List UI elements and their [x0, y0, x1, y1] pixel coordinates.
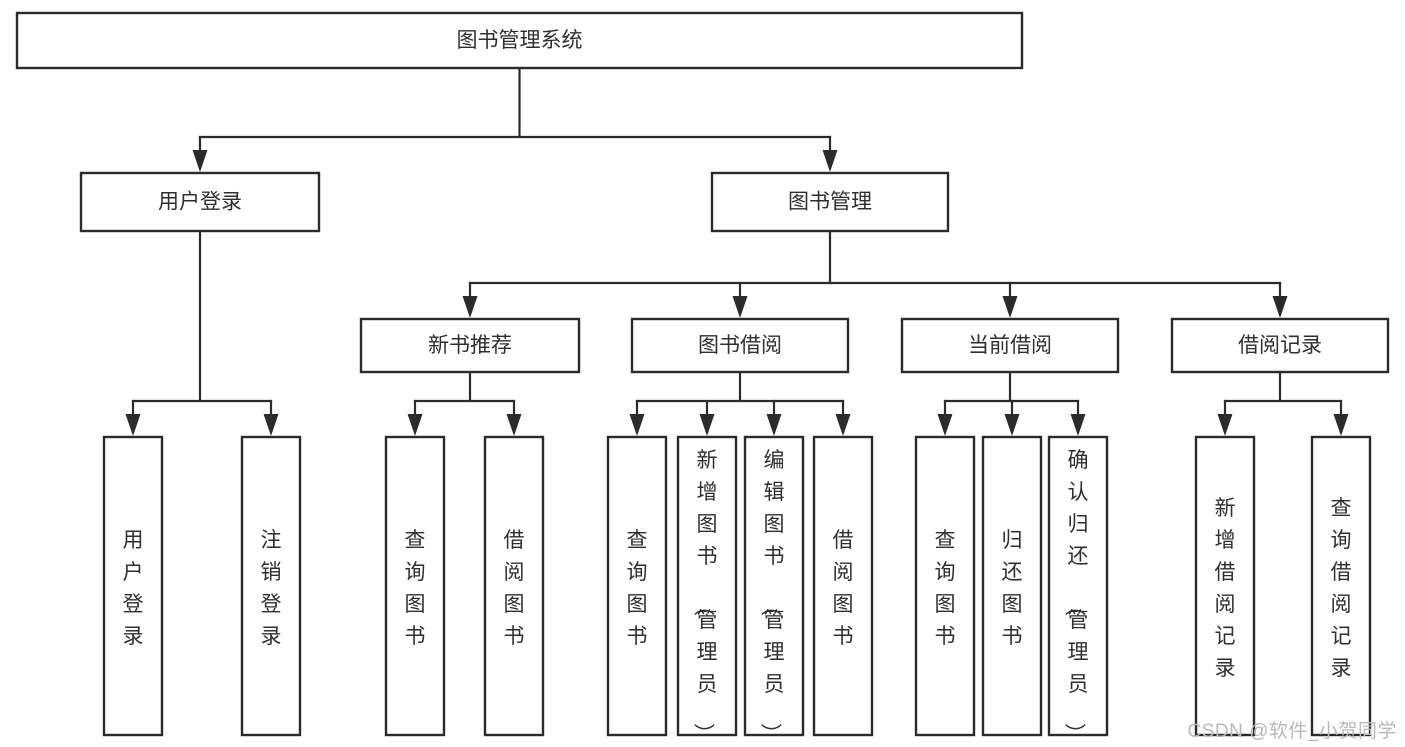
node-box [384, 435, 446, 737]
node-box [483, 435, 545, 737]
node-box [79, 171, 321, 233]
node-label: 查询图书 [627, 529, 648, 648]
node-new-book-recommend[interactable]: 新书推荐 [359, 317, 581, 374]
node-leaf-confirm-return[interactable]: 确认归还（管理员） [1047, 435, 1109, 744]
node-box [710, 171, 950, 233]
node-root[interactable]: 图书管理系统 [15, 11, 1024, 70]
node-label: 新增借阅记录 [1215, 497, 1236, 680]
arrow-head-icon [822, 150, 838, 172]
node-box [606, 435, 668, 737]
arrow-head-icon [1217, 414, 1233, 436]
node-box [15, 11, 1024, 70]
node-label: 查询借阅记录 [1331, 497, 1352, 680]
node-box [812, 435, 874, 737]
node-label: 用户登录 [123, 529, 144, 648]
arrow-head-icon [699, 414, 715, 436]
arrow-head-icon [1333, 414, 1349, 436]
node-label: 当前借阅 [968, 334, 1052, 357]
node-leaf-borrow-book-2[interactable]: 借阅图书 [812, 435, 874, 737]
arrow-head-icon [263, 414, 279, 436]
node-label: 图书管理系统 [457, 29, 583, 52]
node-box [240, 435, 302, 737]
arrow-head-icon [125, 414, 141, 436]
node-leaf-user-logout[interactable]: 注销登录 [240, 435, 302, 737]
node-label: 编辑图书（管理员） [759, 449, 785, 744]
node-box [1310, 435, 1372, 737]
node-leaf-query-book-1[interactable]: 查询图书 [384, 435, 446, 737]
nodes-layer: 图书管理系统用户登录图书管理新书推荐图书借阅当前借阅借阅记录用户登录注销登录查询… [15, 11, 1390, 744]
arrow-head-icon [937, 414, 953, 436]
node-book-manage[interactable]: 图书管理 [710, 171, 950, 233]
node-label: 新书推荐 [428, 334, 512, 357]
node-box [676, 435, 738, 737]
node-label: 注销登录 [261, 529, 282, 648]
node-borrow-record[interactable]: 借阅记录 [1170, 317, 1390, 374]
node-box [630, 317, 850, 374]
arrow-head-icon [506, 414, 522, 436]
node-box [102, 435, 164, 737]
node-box [359, 317, 581, 374]
node-box [743, 435, 805, 737]
arrow-head-icon [462, 296, 478, 318]
node-box [900, 317, 1120, 374]
node-label: 图书借阅 [698, 334, 782, 357]
node-leaf-add-record[interactable]: 新增借阅记录 [1194, 435, 1256, 737]
node-leaf-query-book-2[interactable]: 查询图书 [606, 435, 668, 737]
node-label: 借阅图书 [504, 529, 525, 648]
node-box [1170, 317, 1390, 374]
arrow-head-icon [1004, 414, 1020, 436]
node-user-login[interactable]: 用户登录 [79, 171, 321, 233]
node-leaf-user-login[interactable]: 用户登录 [102, 435, 164, 737]
node-label: 归还图书 [1002, 529, 1023, 648]
watermark-label: CSDN @软件_小贺同学 [1187, 721, 1397, 742]
node-box [1194, 435, 1256, 737]
arrow-head-icon [629, 414, 645, 436]
arrow-head-icon [1070, 414, 1086, 436]
node-box [1047, 435, 1109, 737]
node-label: 图书管理 [788, 191, 872, 214]
node-leaf-query-book-3[interactable]: 查询图书 [914, 435, 976, 737]
node-label: 查询图书 [405, 529, 426, 648]
arrow-head-icon [192, 150, 208, 172]
node-label: 借阅记录 [1238, 334, 1322, 357]
node-current-borrow[interactable]: 当前借阅 [900, 317, 1120, 374]
arrow-head-icon [766, 414, 782, 436]
node-leaf-query-record[interactable]: 查询借阅记录 [1310, 435, 1372, 737]
node-label: 借阅图书 [833, 529, 854, 648]
node-leaf-edit-book[interactable]: 编辑图书（管理员） [743, 435, 805, 744]
node-book-borrow[interactable]: 图书借阅 [630, 317, 850, 374]
connectors-layer [125, 66, 1349, 436]
node-box [981, 435, 1043, 737]
node-label: 新增图书（管理员） [692, 449, 718, 744]
arrow-head-icon [835, 414, 851, 436]
arrow-head-icon [1272, 296, 1288, 318]
node-box [914, 435, 976, 737]
node-leaf-borrow-book-1[interactable]: 借阅图书 [483, 435, 545, 737]
node-label: 查询图书 [935, 529, 956, 648]
node-label: 确认归还（管理员） [1063, 449, 1089, 744]
node-label: 用户登录 [158, 191, 242, 214]
arrow-head-icon [1002, 296, 1018, 318]
arrow-head-icon [407, 414, 423, 436]
node-leaf-add-book[interactable]: 新增图书（管理员） [676, 435, 738, 744]
node-leaf-return-book[interactable]: 归还图书 [981, 435, 1043, 737]
arrow-head-icon [732, 296, 748, 318]
